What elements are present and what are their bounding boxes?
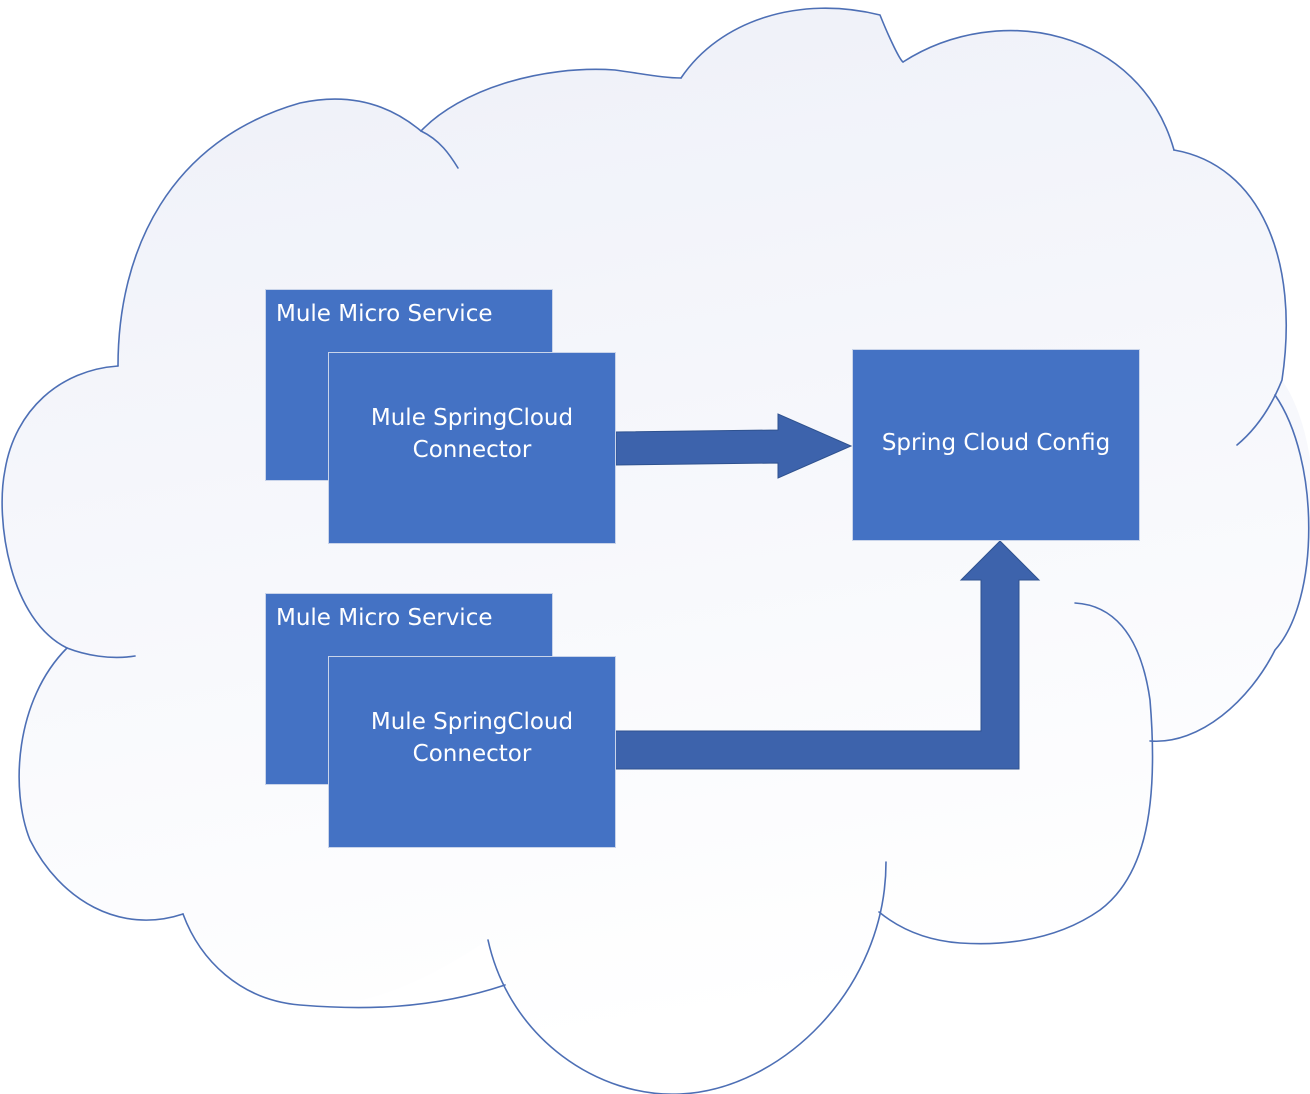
mule-springcloud-connector-box: Mule SpringCloud Connector (328, 656, 616, 848)
cloud-lobe-bottom-left (18, 647, 184, 921)
cloud-lobe-top-3 (902, 29, 1175, 151)
mule-micro-service-label: Mule Micro Service (276, 605, 493, 631)
cloud-lobe-left-inner (66, 647, 136, 659)
cloud-lobe-bottom-2 (182, 913, 506, 1009)
cloud-lobe-top-2 (680, 7, 904, 79)
cloud-lobe-right-2 (1149, 394, 1310, 742)
mule-micro-service-label: Mule Micro Service (276, 301, 493, 327)
spring-cloud-config-label: Spring Cloud Config (881, 429, 1111, 456)
mule-springcloud-connector-label: Mule SpringCloud Connector (370, 404, 574, 463)
cloud-lobe-left-upper (117, 98, 422, 367)
mule-springcloud-connector-box: Mule SpringCloud Connector (328, 352, 616, 544)
cloud-lobe-left-lower (1, 365, 119, 649)
cloud-lobe-right-inner (878, 602, 1154, 945)
cloud-lobe-right-1 (1173, 149, 1288, 446)
cloud-lobe-top-1 (420, 68, 682, 132)
arrow-connector-2-to-config (612, 540, 1041, 770)
cloud-outline (2, 8, 1310, 1094)
mule-springcloud-connector-label: Mule SpringCloud Connector (370, 708, 574, 767)
cloud-shape (1, 7, 1310, 1094)
arrow-connector-1-to-config (615, 413, 853, 479)
spring-cloud-config-box: Spring Cloud Config (852, 349, 1140, 541)
cloud-lobe-inner-1 (420, 130, 459, 169)
